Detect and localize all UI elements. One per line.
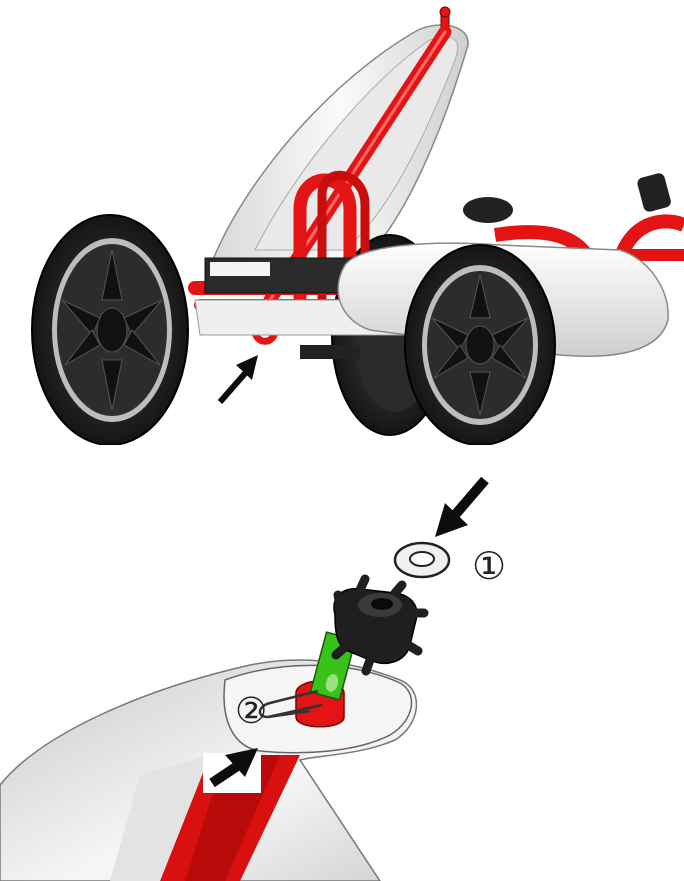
pin-assembly-detail: ① ② <box>0 455 684 881</box>
front-right-wheel <box>405 245 555 445</box>
arrow-pointer-icon <box>203 748 261 793</box>
step-2-marker: ② <box>235 691 267 732</box>
step-1-marker: ① <box>472 544 506 588</box>
arrow-pointer-icon <box>220 355 258 402</box>
steering-knob <box>463 197 513 223</box>
kart-overview-illustration <box>0 0 684 445</box>
washer <box>395 543 449 577</box>
front-left-wheel <box>32 215 188 445</box>
arrow-pointer-icon <box>435 480 485 537</box>
kart-overview-svg <box>0 0 684 445</box>
pin-assembly-svg: ① ② <box>0 455 684 881</box>
